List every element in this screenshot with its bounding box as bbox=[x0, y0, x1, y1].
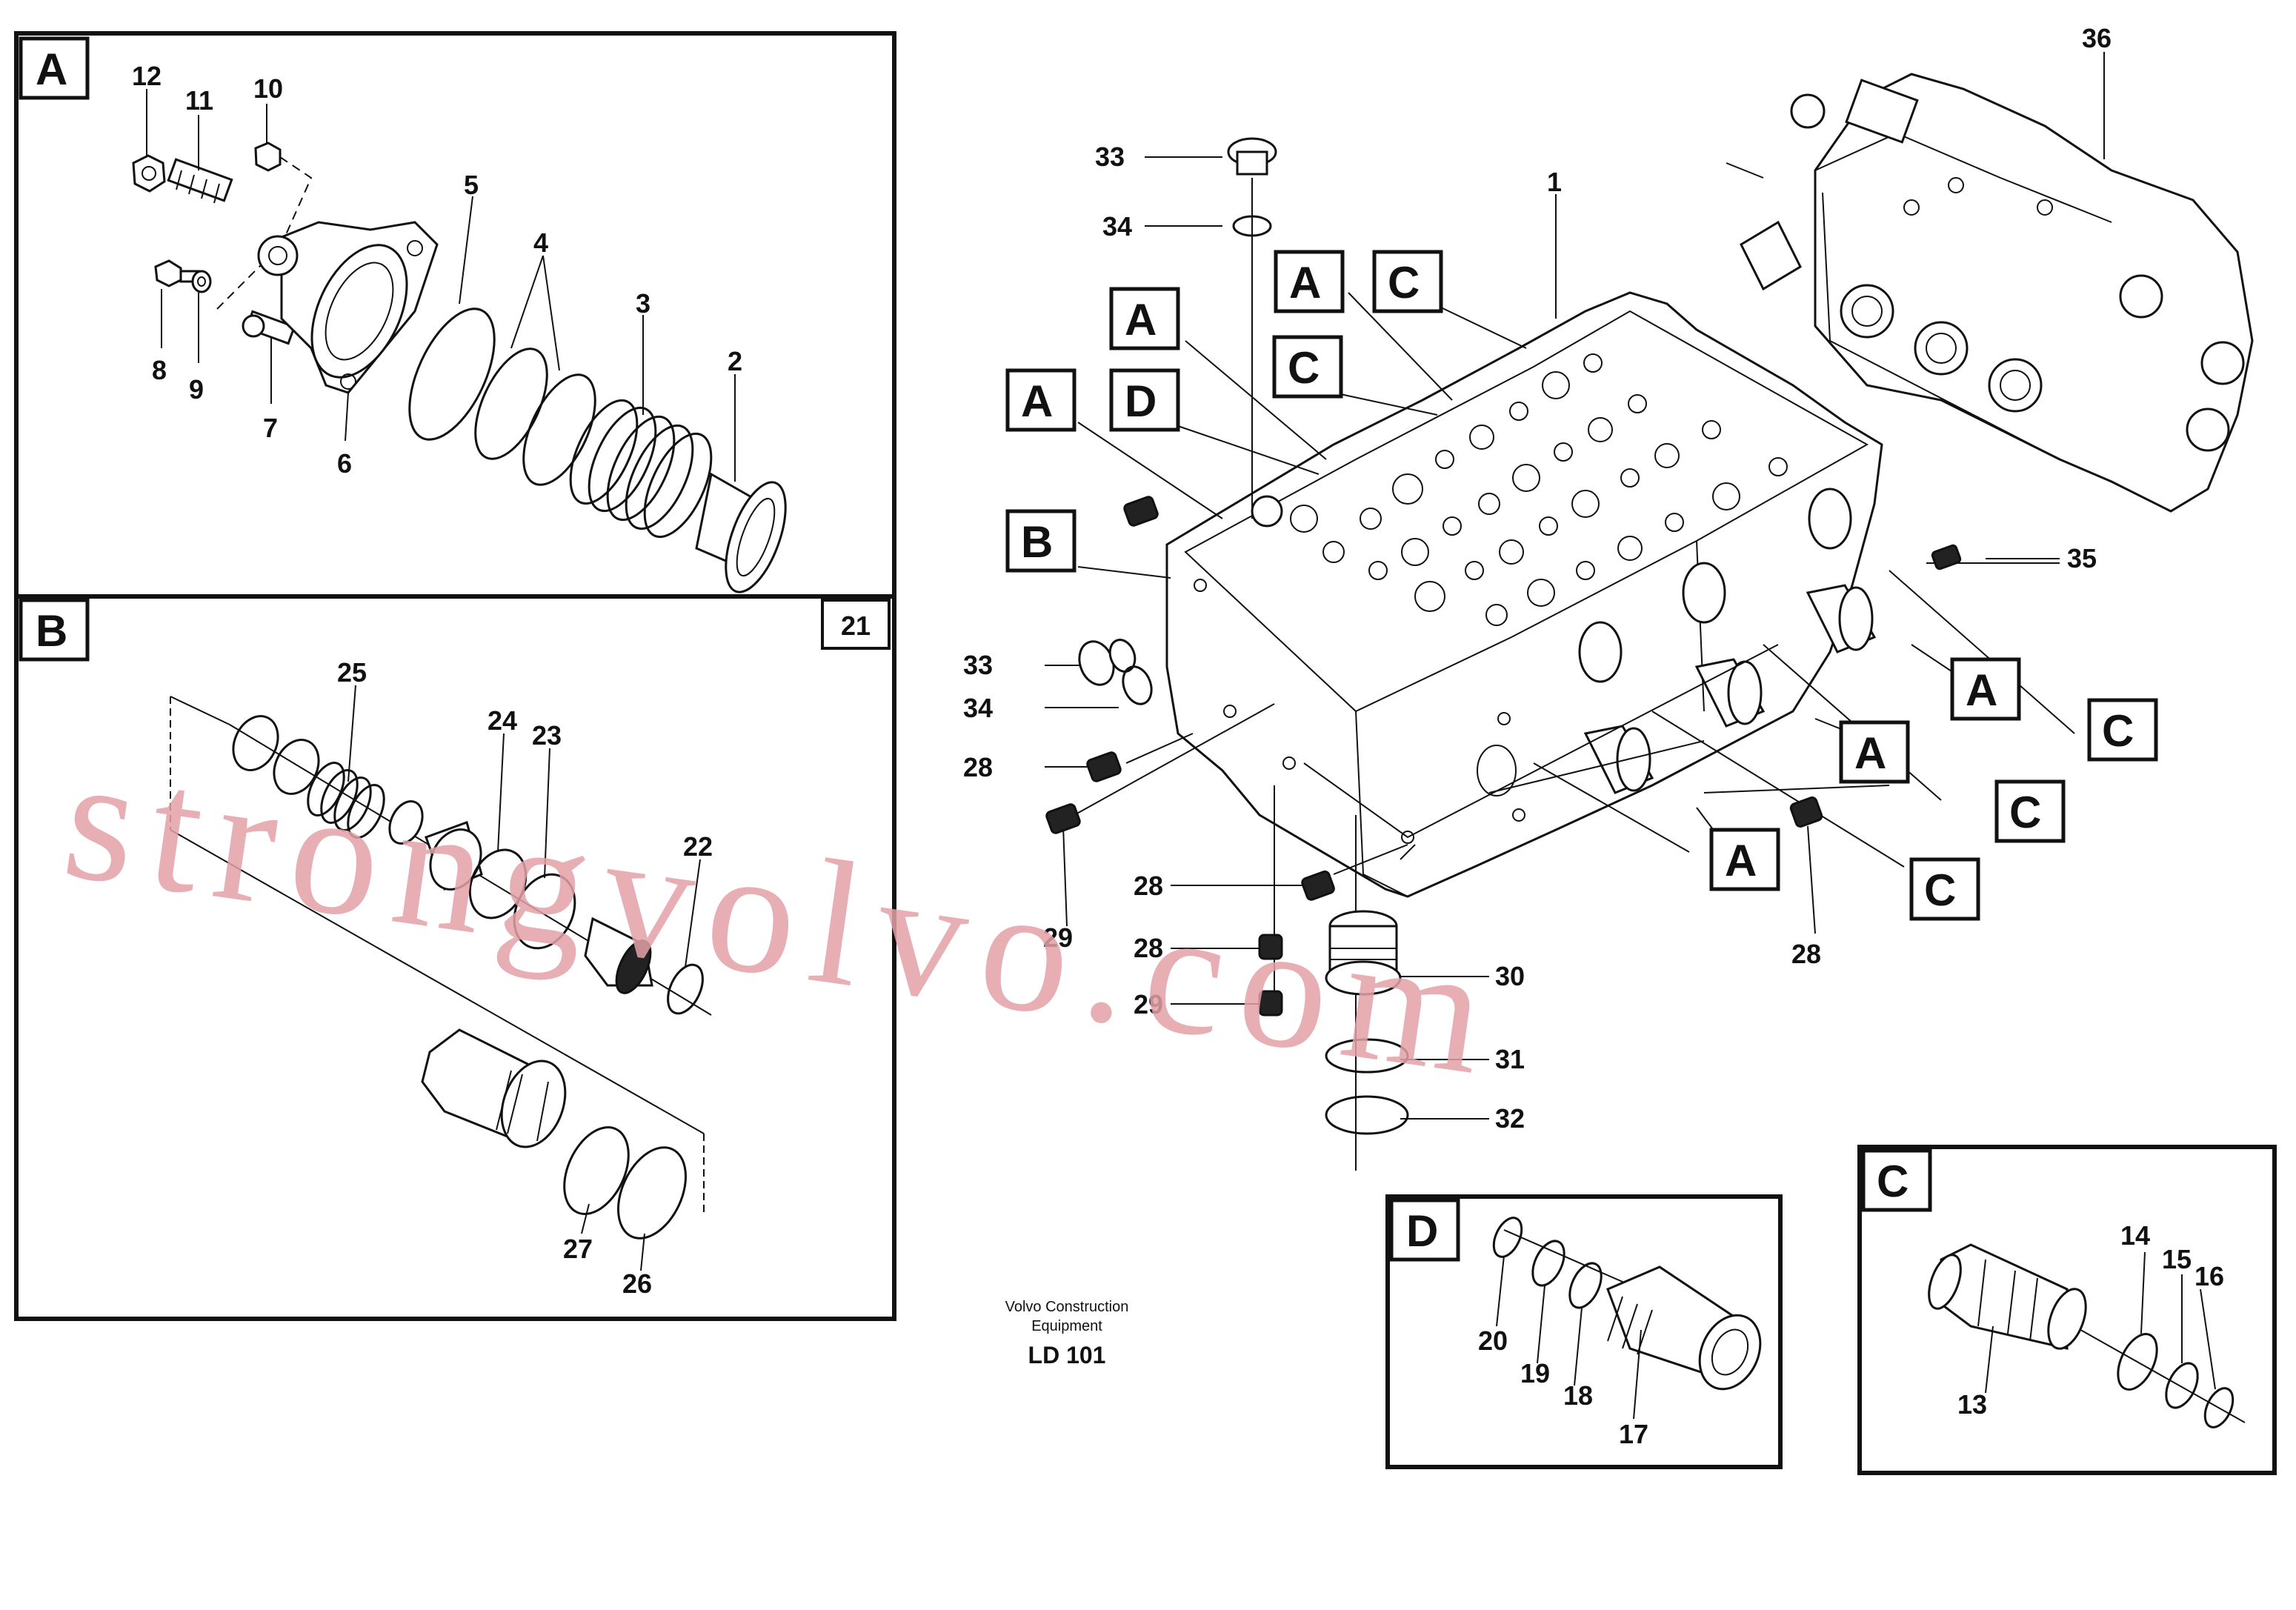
callout-28-lower-2: 28 bbox=[1134, 933, 1163, 963]
panel-a-label-box bbox=[19, 36, 90, 100]
panel-a-leaders bbox=[146, 89, 736, 482]
main-valve bbox=[1165, 291, 1883, 898]
callout-25: 25 bbox=[337, 657, 367, 688]
view-letter-b: B bbox=[1021, 517, 1053, 567]
footer-code: LD 101 bbox=[1028, 1342, 1106, 1368]
view-letter-a-3: A bbox=[1021, 376, 1053, 426]
panel-d-leaders bbox=[1496, 1255, 1642, 1420]
callout-1: 1 bbox=[1547, 167, 1562, 197]
callout-12: 12 bbox=[132, 61, 162, 91]
page-ref-box bbox=[821, 599, 891, 650]
panel-c: C 14 15 16 13 bbox=[1857, 1145, 2277, 1475]
page-ref-21: 21 bbox=[841, 611, 871, 641]
callout-28-right: 28 bbox=[1791, 939, 1821, 969]
callout-34-top: 34 bbox=[1102, 211, 1132, 242]
callout-34-left: 34 bbox=[963, 693, 993, 723]
view-letter-boxes: A C A C A D B A A A C C C C bbox=[1005, 250, 2158, 921]
callout-13: 13 bbox=[1957, 1389, 1987, 1420]
main-loose-parts bbox=[1045, 137, 1962, 1135]
view-letter-c-5: C bbox=[1924, 865, 1956, 915]
panel-c-letter: C bbox=[1877, 1157, 1909, 1206]
panel-d-parts bbox=[1492, 1217, 1762, 1391]
callout-28-lower: 28 bbox=[1134, 871, 1163, 901]
callout-19: 19 bbox=[1520, 1358, 1550, 1388]
callout-16: 16 bbox=[2194, 1261, 2224, 1291]
callout-7: 7 bbox=[263, 413, 278, 443]
callout-35: 35 bbox=[2067, 543, 2097, 573]
callout-29-left: 29 bbox=[1043, 922, 1073, 953]
panel-b-label-box bbox=[19, 598, 90, 662]
callout-10: 10 bbox=[253, 73, 283, 104]
panel-c-leaders bbox=[1985, 1251, 2216, 1394]
callout-15: 15 bbox=[2162, 1244, 2192, 1274]
view-letter-c-4: C bbox=[2009, 788, 2041, 837]
assembly-36 bbox=[1726, 73, 2254, 513]
panel-b-parts bbox=[170, 696, 712, 1240]
callout-29-lower: 29 bbox=[1134, 989, 1163, 1019]
footer-line1: Volvo Construction bbox=[1005, 1299, 1129, 1315]
panel-a-parts bbox=[132, 142, 787, 593]
callout-11: 11 bbox=[185, 85, 213, 116]
panel-a-letter: A bbox=[36, 44, 67, 94]
view-letter-a-5: A bbox=[1854, 728, 1886, 778]
panel-b-leaders bbox=[347, 685, 701, 1271]
view-letter-a-4: A bbox=[1966, 665, 1997, 715]
callout-17: 17 bbox=[1619, 1419, 1648, 1449]
callout-31: 31 bbox=[1495, 1044, 1525, 1074]
view-letter-c-1: C bbox=[1388, 258, 1420, 307]
footer: Volvo Construction Equipment LD 101 bbox=[1005, 1299, 1129, 1368]
panel-c-parts bbox=[1928, 1243, 2246, 1428]
panel-b: B 21 bbox=[14, 594, 896, 1321]
callout-33-top: 33 bbox=[1095, 142, 1125, 172]
view-letter-d: D bbox=[1125, 376, 1157, 426]
footer-line2: Equipment bbox=[1031, 1318, 1102, 1334]
panel-d: D 20 19 18 17 bbox=[1385, 1194, 1783, 1469]
panel-d-letter: D bbox=[1406, 1206, 1438, 1256]
panel-c-label-box bbox=[1861, 1148, 1932, 1212]
view-letter-a-2: A bbox=[1125, 295, 1157, 345]
callout-9: 9 bbox=[189, 374, 204, 405]
view-letter-a-1: A bbox=[1289, 258, 1321, 307]
view-letter-c-3: C bbox=[2102, 706, 2134, 756]
callout-8: 8 bbox=[152, 355, 167, 385]
valve-front-plugs bbox=[1583, 584, 1877, 794]
valve-front-ports bbox=[1194, 488, 1852, 844]
callout-18: 18 bbox=[1563, 1380, 1593, 1411]
callout-27: 27 bbox=[563, 1234, 593, 1264]
callout-28-left: 28 bbox=[963, 752, 993, 782]
callout-4: 4 bbox=[533, 227, 548, 258]
callout-14: 14 bbox=[2120, 1220, 2150, 1251]
callout-23: 23 bbox=[532, 720, 562, 751]
panel-a: A bbox=[14, 31, 896, 599]
callout-5: 5 bbox=[464, 170, 479, 200]
valve-top-holes bbox=[1251, 353, 1788, 626]
panel-d-label-box bbox=[1389, 1198, 1460, 1262]
callout-32: 32 bbox=[1495, 1103, 1525, 1134]
callout-3: 3 bbox=[636, 288, 650, 319]
view-letter-a-6: A bbox=[1725, 836, 1757, 885]
callout-2: 2 bbox=[728, 346, 742, 376]
callout-33-left: 33 bbox=[963, 650, 993, 680]
callout-36: 36 bbox=[2082, 23, 2112, 53]
callout-22: 22 bbox=[683, 831, 713, 862]
callout-20: 20 bbox=[1478, 1325, 1508, 1356]
callout-26: 26 bbox=[622, 1268, 652, 1299]
callout-24: 24 bbox=[488, 705, 517, 736]
callout-6: 6 bbox=[337, 448, 352, 479]
panel-b-letter: B bbox=[36, 606, 67, 656]
view-letter-c-2: C bbox=[1288, 343, 1320, 393]
callout-30: 30 bbox=[1495, 961, 1525, 991]
